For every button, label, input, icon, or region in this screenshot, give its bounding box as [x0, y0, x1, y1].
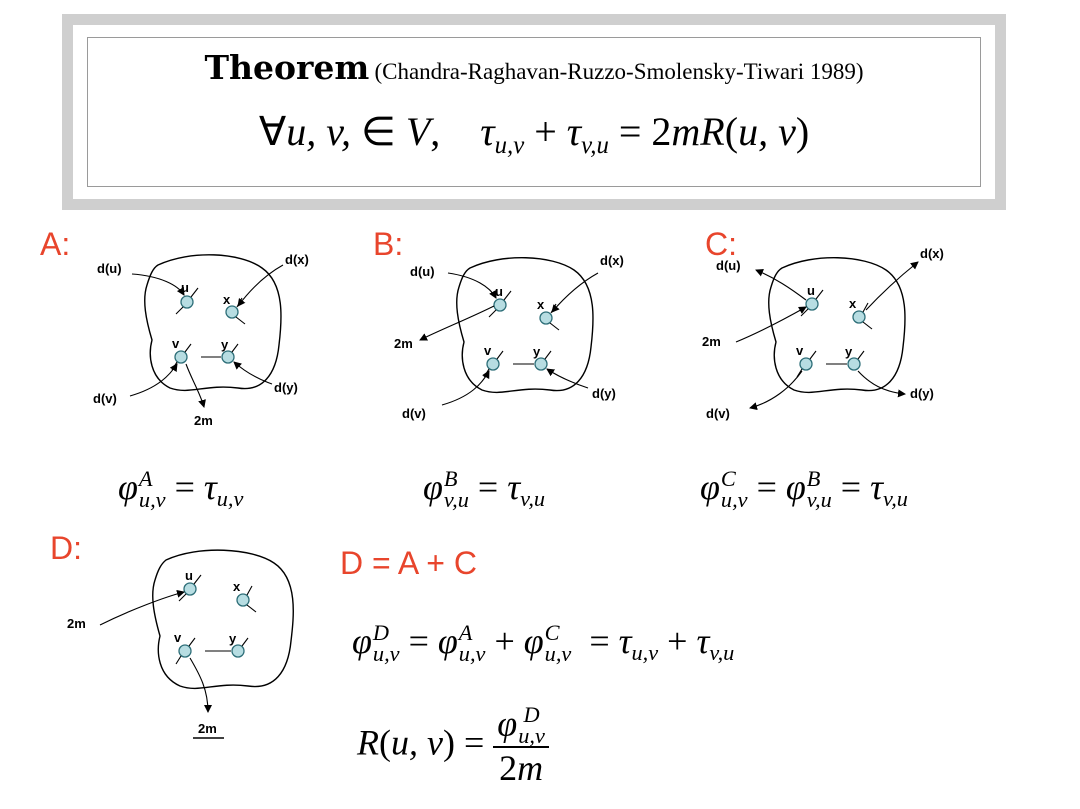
node-u: [183, 582, 197, 596]
panel-label-c: C:: [705, 226, 737, 262]
panel-c-blob: [768, 257, 906, 394]
node-x: [852, 310, 866, 324]
node-label-y: y: [221, 337, 229, 352]
node-v: [486, 357, 500, 371]
edge-label-dy: d(y): [592, 386, 616, 401]
edge-label-du: d(u): [410, 264, 435, 279]
node-label-v: v: [174, 630, 182, 645]
node-label-x: x: [233, 579, 241, 594]
theorem-formula: ∀u, v, ∈ V, τu,v + τv,u = 2mR(u, v): [258, 109, 810, 159]
theorem-box: Theorem (Chandra-Raghavan-Ruzzo-Smolensk…: [62, 14, 1006, 210]
edge-label-dx: d(x): [600, 253, 624, 268]
node-label-x: x: [223, 292, 231, 307]
edge-label-2m: 2m: [67, 616, 86, 631]
node-u: [180, 295, 194, 309]
node-y: [221, 350, 235, 364]
node-label-x: x: [537, 297, 545, 312]
node-label-v: v: [484, 343, 492, 358]
node-label-u: u: [807, 283, 815, 298]
node-label-u: u: [185, 568, 193, 583]
theorem-citation: (Chandra-Raghavan-Ruzzo-Smolensky-Tiwari…: [374, 59, 864, 84]
node-label-y: y: [845, 344, 853, 359]
edge-label-2m: 2m: [702, 334, 721, 349]
edge-label-du: d(u): [97, 261, 122, 276]
node-label-v: v: [796, 343, 804, 358]
node-y: [847, 357, 861, 371]
node-label-x: x: [849, 296, 857, 311]
node-x: [225, 305, 239, 319]
node-x: [539, 311, 553, 325]
node-label-u: u: [495, 284, 503, 299]
edge-label-dy: d(y): [274, 380, 298, 395]
node-label-v: v: [172, 336, 180, 351]
node-label-u: u: [181, 280, 189, 295]
panel-label-d: D:: [50, 530, 82, 566]
panel-label-b: B:: [373, 226, 404, 262]
node-v: [799, 357, 813, 371]
edge-label-dv: d(v): [706, 406, 730, 421]
theorem-inner-border: Theorem (Chandra-Raghavan-Ruzzo-Smolensk…: [87, 37, 981, 187]
edge-label-dx: d(x): [285, 252, 309, 267]
theorem-heading: Theorem (Chandra-Raghavan-Ruzzo-Smolensk…: [88, 48, 980, 87]
edge-label-dv: d(v): [93, 391, 117, 406]
edge-label-2m: 2m: [194, 413, 213, 428]
edge-label-du: d(u): [716, 258, 741, 273]
edge-label-dx: d(x): [920, 246, 944, 261]
edge-label-2m: 2m: [394, 336, 413, 351]
panel-d-blob: [152, 549, 294, 690]
node-label-y: y: [533, 344, 541, 359]
edge-label-dy: d(y): [910, 386, 934, 401]
panel-b-blob: [456, 257, 594, 394]
node-y: [534, 357, 548, 371]
combination-label: D = A + C: [340, 545, 477, 581]
panel-b-diagram: u x v y d(u) d(x) d(v) d(y) 2m: [394, 253, 624, 421]
node-u: [493, 298, 507, 312]
node-label-y: y: [229, 631, 237, 646]
panel-a-diagram: u x v y d(u) d(x) d(v) d(y) 2m: [93, 252, 309, 428]
node-v: [178, 644, 192, 658]
node-v: [174, 350, 188, 364]
node-u: [805, 297, 819, 311]
panel-a-blob: [144, 254, 282, 392]
edge-label-dv: d(v): [402, 406, 426, 421]
node-x: [236, 593, 250, 607]
panel-d-diagram: u x v y 2m 2m: [67, 549, 294, 739]
panel-label-a: A:: [40, 226, 71, 262]
edge-label-2m-bottom: 2m: [198, 721, 217, 736]
panel-c-diagram: u x v y d(u) d(x) d(v) d(y) 2m: [702, 246, 944, 421]
theorem-title: Theorem: [204, 48, 370, 87]
node-y: [231, 644, 245, 658]
